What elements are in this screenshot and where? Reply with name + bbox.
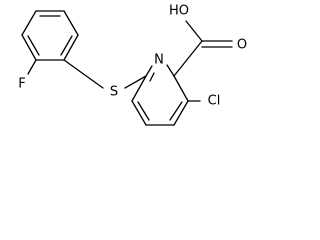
bond xyxy=(131,100,147,126)
atom-label-sulfur: S xyxy=(110,85,118,100)
bond xyxy=(131,75,147,102)
double-bond-inner xyxy=(60,35,73,56)
molecule-structure: HO O N S F Cl xyxy=(18,4,247,126)
atom-label-nitrogen: N xyxy=(154,53,164,68)
atom-label-chlorine: Cl xyxy=(208,94,221,109)
bond xyxy=(145,65,153,77)
bond xyxy=(63,10,79,36)
pyridine-ring xyxy=(131,64,189,126)
bond xyxy=(173,75,189,102)
atom-label-fluorine: F xyxy=(18,77,25,92)
bond-c-cooh xyxy=(173,40,203,77)
bond xyxy=(21,34,37,61)
double-bond-inner xyxy=(27,35,40,56)
double-bond-inner xyxy=(137,101,150,121)
bond-s-c xyxy=(124,75,147,89)
bond xyxy=(63,34,79,61)
bond-c-s xyxy=(63,59,104,89)
bond xyxy=(21,10,37,36)
bond xyxy=(166,64,175,77)
fluorophenyl-ring xyxy=(21,10,79,61)
double-bond-inner xyxy=(149,72,155,82)
atom-label-hydroxyl: HO xyxy=(169,4,189,19)
bond xyxy=(173,100,189,126)
bond-c-oh xyxy=(185,20,203,42)
atom-label-carbonyl-oxygen: O xyxy=(237,38,247,53)
bond-c-f xyxy=(27,59,37,75)
double-bond-inner xyxy=(169,101,183,121)
